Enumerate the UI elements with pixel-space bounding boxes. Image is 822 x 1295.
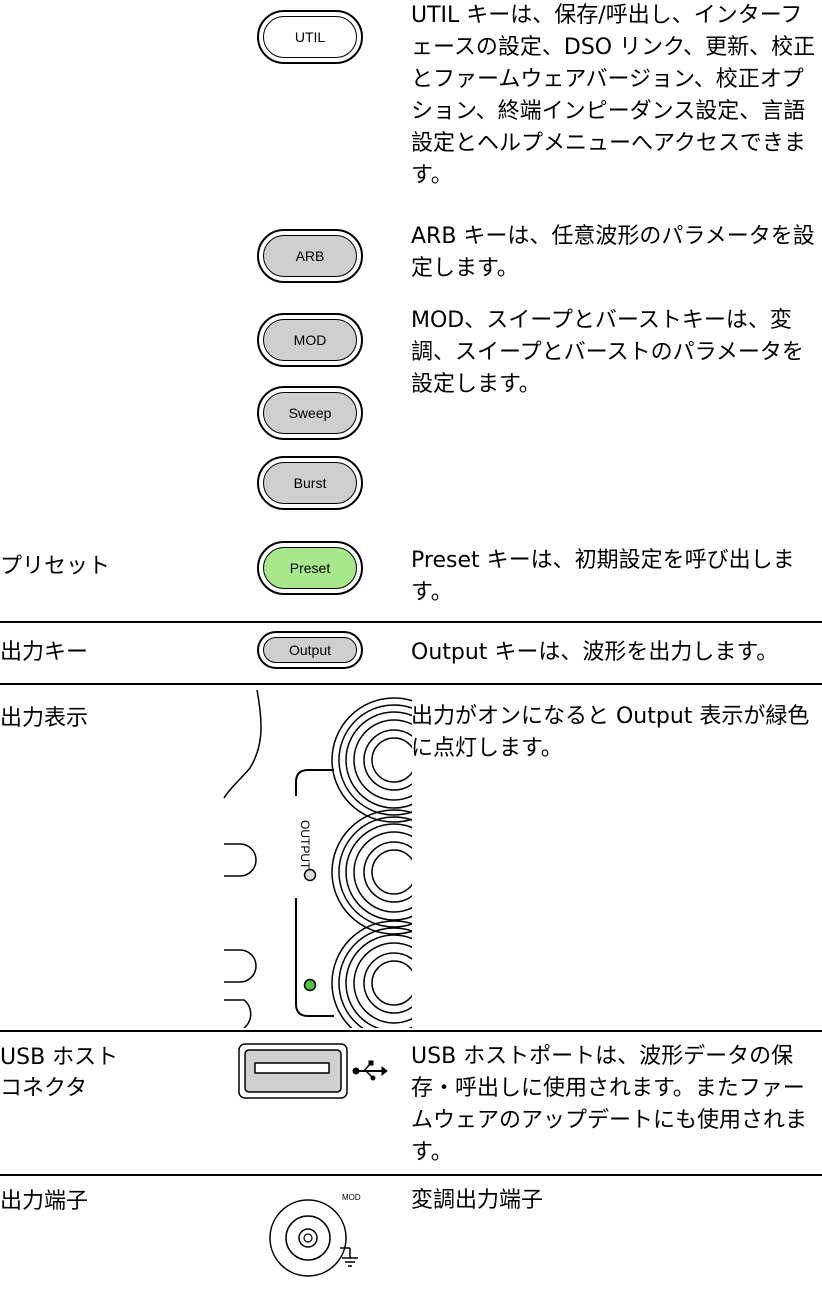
- output-key-description: Output キーは、波形を出力します。: [411, 640, 779, 665]
- util-key[interactable]: UTIL: [257, 10, 363, 64]
- mod-terminal-illustration[interactable]: MOD: [268, 1186, 368, 1290]
- output-key-button-label: Output: [263, 637, 357, 663]
- util-description: UTIL キーは、保存/呼出し、インターフェースの設定、DSO リンク、更新、校…: [411, 3, 816, 188]
- divider: [0, 1030, 822, 1032]
- mod-key[interactable]: MOD: [257, 313, 363, 367]
- output-panel-text: OUTPUT: [298, 820, 312, 870]
- output-key[interactable]: Output: [257, 631, 363, 669]
- preset-key[interactable]: Preset: [257, 541, 363, 595]
- sweep-key-label: Sweep: [263, 392, 357, 434]
- arb-description: ARB キーは、任意波形のパラメータを設定します。: [411, 224, 815, 281]
- burst-key-label: Burst: [263, 462, 357, 504]
- divider: [0, 621, 822, 623]
- mod-group-description: MOD、スイープとバーストキーは、変調、スイープとバーストのパラメータを設定しま…: [411, 308, 804, 397]
- usb-description: USB ホストポートは、波形データの保存・呼出しに使用されます。またファームウェ…: [411, 1044, 808, 1165]
- util-key-label: UTIL: [263, 16, 357, 58]
- mod-key-label: MOD: [263, 319, 357, 361]
- usb-icon: [352, 1060, 388, 1081]
- sweep-key[interactable]: Sweep: [257, 386, 363, 440]
- output-key-label: 出力キー: [0, 640, 89, 665]
- divider: [0, 683, 822, 685]
- output-panel-illustration: OUTPUT: [223, 689, 412, 1028]
- output-terminal-description: 変調出力端子: [411, 1188, 544, 1213]
- usb-label: USB ホスト コネクタ: [0, 1045, 119, 1101]
- output-indicator-description: 出力がオンになると Output 表示が緑色に点灯します。: [411, 704, 810, 761]
- mod-terminal-text: MOD: [342, 1193, 361, 1202]
- output-terminal-label: 出力端子: [0, 1189, 89, 1214]
- ground-icon: [340, 1247, 358, 1267]
- output-led-indicator: [303, 978, 317, 992]
- arb-key[interactable]: ARB: [257, 229, 363, 283]
- burst-key[interactable]: Burst: [257, 456, 363, 510]
- preset-label: プリセット: [0, 554, 111, 579]
- led-indicator: [303, 868, 317, 882]
- preset-description: Preset キーは、初期設定を呼び出します。: [411, 548, 795, 605]
- divider: [0, 1174, 822, 1176]
- usb-port-illustration[interactable]: [238, 1043, 388, 1105]
- output-indicator-label: 出力表示: [0, 706, 89, 731]
- arb-key-label: ARB: [263, 235, 357, 277]
- preset-key-label: Preset: [263, 547, 357, 589]
